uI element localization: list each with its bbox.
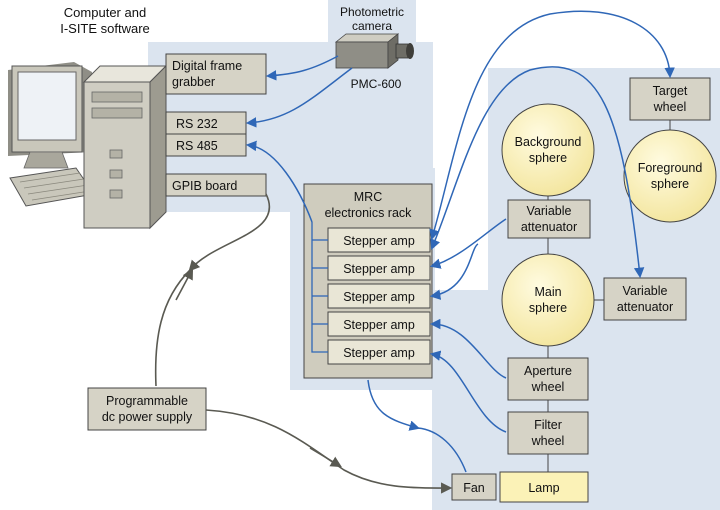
tower-button — [109, 149, 123, 159]
interface-boards: Digital frame grabber RS 232 RS 485 GPIB… — [165, 53, 267, 197]
filter-wheel-label: Filter — [534, 418, 562, 432]
power-supply-label-2: dc power supply — [102, 410, 193, 424]
rack-title: MRC — [354, 190, 382, 204]
aperture-wheel-box — [507, 357, 589, 401]
variable-attenuator-2-label-2: attenuator — [617, 300, 673, 314]
rack-title-2: electronics rack — [325, 206, 413, 220]
monitor-stand — [23, 151, 69, 169]
stepper-amp-label: Stepper amp — [343, 262, 415, 276]
keyboard-keys — [19, 172, 91, 201]
drive-bay — [91, 91, 143, 103]
computer: Computer and I-SITE software — [8, 5, 168, 230]
aperture-wheel-label-2: wheel — [531, 380, 565, 394]
amp1-to-attenuator2-link — [430, 66, 645, 279]
camera-body-side — [387, 33, 399, 69]
keyboard — [9, 167, 95, 207]
camera-to-framegrabber-link — [265, 55, 339, 81]
camera-model: PMC-600 — [351, 77, 402, 91]
rs485-to-rack-link — [245, 140, 313, 223]
fan-wire-link — [417, 427, 467, 473]
camera-label-2: camera — [352, 19, 392, 33]
tower-button — [109, 169, 123, 179]
fan-box — [451, 473, 497, 501]
frame-grabber-label-2: grabber — [172, 75, 215, 89]
amp3-to-attenuator2-link — [429, 243, 479, 300]
photometric-camera: Photometric camera PMC-600 — [334, 5, 414, 91]
stepper-amp-box — [327, 283, 431, 309]
power-supply-box — [87, 387, 207, 431]
drive-bay — [91, 107, 143, 119]
rs485-label: RS 485 — [176, 139, 218, 153]
camera-lens-front — [406, 43, 414, 59]
power-supply-label: Programmable — [106, 394, 188, 408]
fan-label: Fan — [463, 481, 485, 495]
stepper-amp-label: Stepper amp — [343, 346, 415, 360]
computer-label: Computer and — [64, 5, 146, 20]
gpib-to-power-supply-cable — [154, 193, 271, 387]
stepper-amp-box — [327, 227, 431, 253]
background-sphere — [501, 103, 595, 197]
foreground-sphere-label-2: sphere — [651, 177, 689, 191]
rack-to-fan-link — [367, 379, 421, 431]
variable-attenuator-2-box — [603, 277, 687, 321]
stepper-amp-list: Stepper amp Stepper amp Stepper amp Step… — [327, 227, 431, 365]
background-sphere-label: Background — [515, 135, 582, 149]
stepper-amp-label: Stepper amp — [343, 234, 415, 248]
aperture-wheel-label: Aperture — [524, 364, 572, 378]
camera-body — [335, 41, 389, 69]
tower-right — [149, 64, 167, 230]
foreground-sphere — [623, 129, 717, 223]
lamp-label: Lamp — [528, 481, 559, 495]
gpib-cable-arrow — [175, 268, 194, 301]
computer-label-2: I-SITE software — [60, 21, 150, 36]
frame-grabber-label: Digital frame — [172, 59, 242, 73]
background-sphere-label-2: sphere — [529, 151, 567, 165]
stepper-amp-box — [327, 255, 431, 281]
target-wheel-label: Target — [653, 84, 688, 98]
main-sphere-label: Main — [534, 285, 561, 299]
main-sphere — [501, 253, 595, 347]
rack-bus-lines — [311, 222, 328, 353]
camera-label: Photometric — [340, 5, 404, 19]
stepper-amp-label: Stepper amp — [343, 318, 415, 332]
main-sphere-label-2: sphere — [529, 301, 567, 315]
tower-button — [109, 189, 123, 199]
gpib-label: GPIB board — [172, 179, 237, 193]
target-wheel-label-2: wheel — [653, 100, 687, 114]
amp2-to-attenuator1-link — [429, 218, 507, 269]
filter-wheel-box — [507, 411, 589, 455]
rs232-label: RS 232 — [176, 117, 218, 131]
monitor-screen — [17, 71, 77, 141]
foreground-sphere-label: Foreground — [638, 161, 703, 175]
stepper-amp-label: Stepper amp — [343, 290, 415, 304]
amp5-to-filter-link — [429, 350, 507, 433]
power-cables — [154, 193, 453, 494]
data-connectors — [245, 10, 675, 473]
variable-attenuator-1-label-2: attenuator — [521, 220, 577, 234]
power-cable-arrow — [309, 447, 342, 468]
amp4-to-aperture-link — [429, 318, 507, 379]
camera-body-top — [334, 33, 400, 43]
variable-attenuator-1-label: Variable — [527, 204, 572, 218]
power-supply-to-fan-cable — [205, 409, 453, 494]
lamp-box — [499, 471, 589, 503]
filter-wheel-label-2: wheel — [531, 434, 565, 448]
variable-attenuator-2-label: Variable — [623, 284, 668, 298]
amp1-to-target-wheel-link — [429, 10, 675, 241]
camera-to-rs232-link — [245, 67, 353, 128]
power-supply: Programmable dc power supply — [87, 387, 207, 431]
gpib-box — [165, 173, 267, 197]
frame-grabber-box — [165, 53, 267, 95]
mrc-electronics-rack: MRC electronics rack Stepper amp Stepper… — [303, 183, 433, 379]
